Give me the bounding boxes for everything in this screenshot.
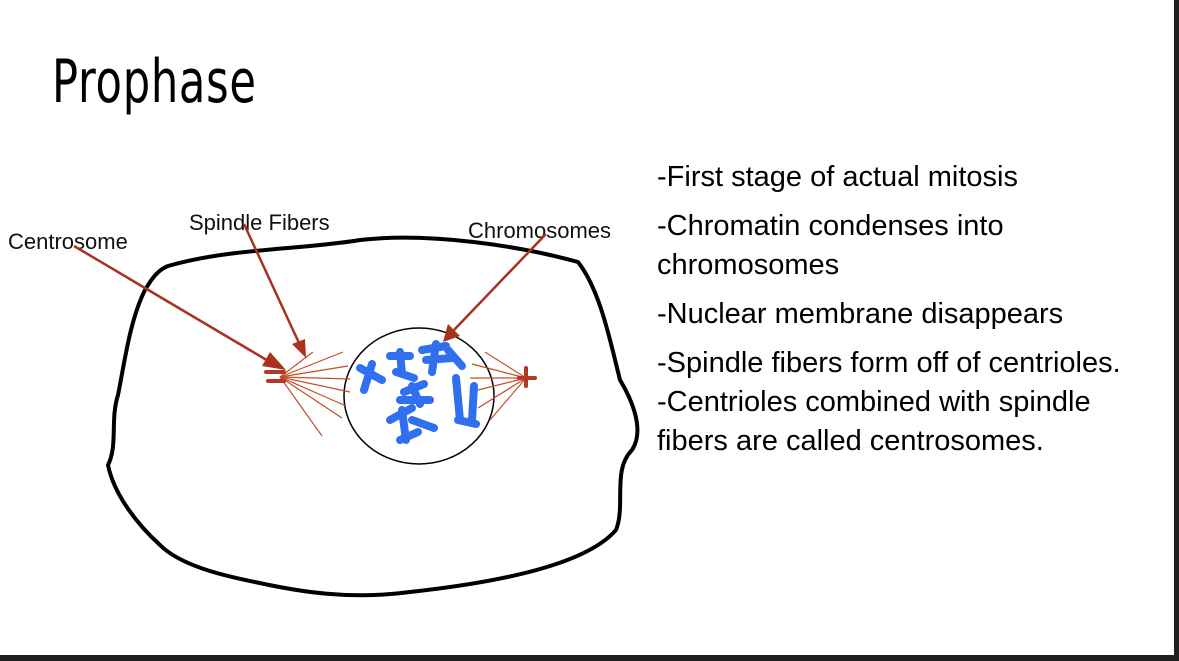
bullet-item: -Nuclear membrane disappears <box>657 298 1064 330</box>
right-centriole <box>517 366 537 388</box>
slide-title: Prophase <box>52 47 257 117</box>
label-chromosomes: Chromosomes <box>468 218 611 243</box>
bullet-item: -Centrioles combined with spindle fibers… <box>657 386 1091 457</box>
cell-membrane <box>106 235 640 598</box>
arrow-centrosome <box>73 244 286 370</box>
label-spindle-fibers: Spindle Fibers <box>189 210 330 235</box>
nucleus <box>343 327 495 465</box>
bullet-item: -Spindle fibers form off of centrioles. <box>657 347 1121 379</box>
arrow-chromosomes <box>443 233 547 342</box>
bullet-item: -Chromatin condenses into chromosomes <box>657 210 1004 281</box>
label-centrosome: Centrosome <box>8 229 128 254</box>
chromosomes <box>356 340 480 444</box>
prophase-diagram: Centrosome Spindle Fibers Chromosomes <box>8 210 640 598</box>
arrow-spindle-fibers <box>242 223 306 358</box>
bullet-list: -First stage of actual mitosis -Chromati… <box>657 158 1157 471</box>
bullet-item: -First stage of actual mitosis <box>657 161 1018 193</box>
left-spindle-fibers <box>279 351 351 437</box>
right-spindle-fibers <box>469 351 527 421</box>
left-centriole <box>264 370 286 383</box>
